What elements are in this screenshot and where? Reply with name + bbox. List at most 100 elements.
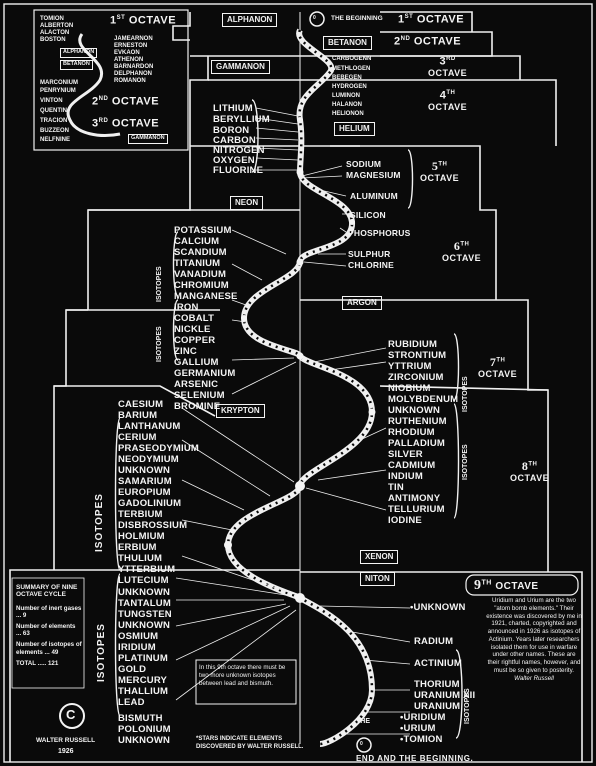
element-bromine: BROMINE (174, 401, 221, 412)
copyright-circle (59, 703, 85, 729)
element-samarium: SAMARIUM (118, 476, 172, 487)
summary-title: SUMMARY OF NINE OCTAVE CYCLE (16, 584, 78, 599)
element-gold: GOLD (118, 664, 147, 675)
beginning-circle-numeral: 0 (313, 15, 316, 21)
inset-penrynium: PENRYNIUM (40, 88, 76, 94)
gas-krypton: KRYPTON (216, 404, 265, 418)
element-urium: •URIUM (400, 723, 436, 734)
gas-argon: ARGON (342, 296, 382, 310)
element-carbogenn: CARBOGENN (332, 56, 372, 62)
element-methlogen: METHLOGEN (332, 66, 371, 72)
element-tungsten: TUNGSTEN (118, 609, 172, 620)
element-cobalt: COBALT (174, 313, 215, 324)
step-right-4 (380, 79, 557, 146)
isotopes-label-7a: ISOTOPES (462, 376, 469, 412)
beginning-label: THE BEGINNING (331, 15, 383, 22)
step-left-1 (172, 12, 191, 41)
inset-vinton: VINTON (40, 98, 63, 104)
element-arsenic: ARSENIC (174, 379, 219, 390)
inset-romanon: ROMANON (114, 78, 146, 84)
gas-helium: HELIUM (334, 122, 375, 136)
summary-row: Number of inert gases ... 9 (16, 604, 82, 620)
element-unknown-9c: UNKNOWN (118, 735, 171, 746)
inset-alacton: ALACTON (40, 30, 70, 36)
isotopes-label-9r: ISOTOPES (464, 688, 471, 724)
element-luminon: LUMINON (332, 93, 360, 99)
element-bismuth: BISMUTH (118, 713, 163, 724)
isotopes-label-8: ISOTOPES (94, 493, 105, 552)
element-niobium: NIOBIUM (388, 383, 431, 394)
isotopes-label-6b: ISOTOPES (156, 326, 163, 362)
element-germanium: GERMANIUM (174, 368, 236, 379)
element-fluorine: FLUORINE (213, 165, 264, 176)
step-left-2 (189, 56, 209, 96)
element-palladium: PALLADIUM (388, 438, 446, 449)
copyright-icon: C (66, 707, 76, 722)
element-carbon: CARBON (213, 135, 256, 146)
summary-row: Number of elements ... 63 (16, 623, 76, 638)
end-circle (356, 737, 372, 753)
element-disbrossium: DISBROSSIUM (118, 520, 188, 531)
step-right-1 (380, 11, 473, 32)
element-silicon: SILICON (350, 210, 386, 220)
element-unknown-8: UNKNOWN (118, 465, 171, 476)
element-praseodymium: PRASEODYMIUM (118, 443, 200, 454)
element-antimony: ANTIMONY (388, 493, 441, 504)
element-oxygen: OXYGEN (213, 155, 255, 166)
element-uridium: •URIDIUM (400, 712, 446, 723)
element-potassium: POTASSIUM (174, 225, 232, 236)
gas-niton: NITON (360, 572, 395, 586)
element-strontium: STRONTIUM (388, 350, 447, 361)
element-beryllium: BERYLLIUM (213, 114, 270, 125)
element-zirconium: ZIRCONIUM (388, 372, 444, 383)
step-right-7 (430, 571, 583, 762)
element-indium: INDIUM (388, 471, 423, 482)
element-terbium: TERBIUM (118, 509, 163, 520)
element-lead: LEAD (118, 697, 145, 708)
the-label: THE (356, 718, 370, 725)
element-thulium: THULIUM (118, 553, 163, 564)
element-cerium: CERIUM (118, 432, 157, 443)
inset-delphanon: DELPHANON (114, 71, 153, 77)
inset-betanon: BETANON (60, 60, 93, 70)
isotopes-label-9: ISOTOPES (96, 623, 107, 682)
step-left-4 (53, 309, 88, 570)
inset-athenon: ATHENON (114, 57, 144, 63)
inset-octave-1: 1ST OCTAVE (110, 14, 177, 27)
element-titanium: TITANIUM (174, 258, 221, 269)
inset-marconium: MARCONIUM (40, 80, 78, 86)
element-europium: EUROPIUM (118, 487, 171, 498)
inset-boston: BOSTON (40, 37, 66, 43)
element-iron: IRON (174, 302, 199, 313)
inset-buzzeon: BUZZEON (40, 128, 69, 134)
element-scandium: SCANDIUM (174, 247, 227, 258)
element-ytterbium: YTTERBIUM (118, 564, 176, 575)
inset-jamearnon: JAMEARNON (114, 36, 153, 42)
element-unknown-9d: •UNKNOWN (410, 602, 466, 613)
element-gallium: GALLIUM (174, 357, 219, 368)
element-chlorine: CHLORINE (348, 260, 394, 270)
gas-alphanon: ALPHANON (222, 13, 278, 27)
element-neodymium: NEODYMIUM (118, 454, 179, 465)
inset-quentin: QUENTIN (40, 108, 67, 114)
inset-evkaon: EVKAON (114, 50, 140, 56)
element-uranium-xii: URANIUM XII (414, 690, 476, 701)
element-thallium: THALLIUM (118, 686, 169, 697)
summary-row: TOTAL ..... 121 (16, 659, 59, 667)
element-erbium: ERBIUM (118, 542, 157, 553)
element-molybdenum: MOLYBDENUM (388, 394, 459, 405)
element-silver: SILVER (388, 449, 423, 460)
beginning-circle (309, 11, 325, 27)
step-right-5 (330, 145, 497, 300)
inset-tomion: TOMION (40, 16, 64, 22)
step-right-3 (380, 55, 521, 80)
element-rhodium: RHODIUM (388, 427, 435, 438)
element-boron: BORON (213, 125, 250, 136)
inset-tracion: TRACION (40, 118, 68, 124)
inset-frame (33, 9, 189, 151)
year: 1926 (58, 748, 74, 755)
inset-octave-3: 3RD OCTAVE (92, 117, 160, 130)
